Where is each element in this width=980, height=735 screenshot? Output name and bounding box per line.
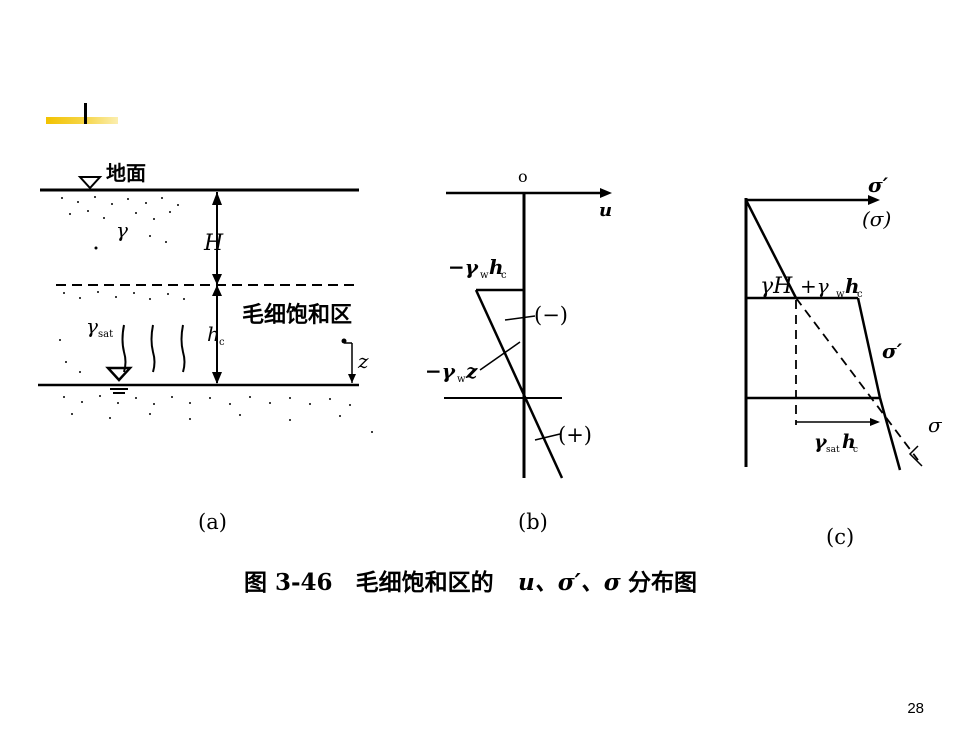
- dim-arrow-down-icon: [212, 274, 222, 285]
- sigma-axis-label: (σ): [862, 207, 891, 231]
- hc-subscript: c: [219, 337, 225, 348]
- gamma-sat-label: γ: [86, 314, 98, 338]
- neg-leader: [504, 315, 536, 321]
- eff-stress-capillary: [856, 297, 882, 399]
- ground-label: 地面: [106, 161, 146, 185]
- hc-label: h: [207, 322, 220, 346]
- bottom-dim-arrow-icon: [870, 418, 880, 426]
- u-axis-arrow-icon: [600, 188, 612, 198]
- mid-value-z: z: [465, 359, 478, 383]
- pore-pressure-line: [474, 289, 564, 479]
- capillary-marks: [121, 324, 186, 373]
- neg-sign: (−): [534, 303, 568, 327]
- bottom-term-sub: sat: [826, 445, 840, 455]
- capillary-zone-label: 毛细饱和区: [242, 302, 352, 328]
- z-arrow-icon: [348, 374, 356, 383]
- mid-value-sub: w: [457, 374, 466, 385]
- pos-sign: (+): [558, 423, 592, 447]
- top-value-h: h: [489, 255, 504, 279]
- gamma-label: γ: [116, 218, 128, 242]
- sigma-label: σ: [928, 413, 943, 437]
- origin-label: o: [518, 167, 528, 186]
- z-leader: [479, 341, 521, 371]
- dim-arrow-up-icon: [212, 192, 222, 205]
- plus-term-h-sub: c: [857, 289, 863, 300]
- gamma-sat-subscript: sat: [98, 329, 113, 340]
- ground-surface-marker-icon: [77, 176, 103, 190]
- plus-term-h: h: [845, 274, 860, 298]
- dim-arrow-down2-icon: [212, 372, 222, 384]
- top-value-sub: w: [480, 270, 489, 281]
- total-stress-dashed: [795, 297, 919, 461]
- caption-tail: 分布图: [628, 569, 697, 596]
- title-bullet-bar: [46, 117, 118, 124]
- H-label: H: [203, 231, 224, 256]
- eff-stress-lower: [878, 397, 902, 471]
- z-label: z: [357, 349, 369, 373]
- sigma-axis-arrow-icon: [868, 195, 880, 205]
- diagram-a: 地面 γ: [38, 161, 373, 534]
- water-table-icon: [105, 366, 133, 382]
- diagram-b: o u −γ w h c (−) −γ w z (+) (b): [425, 167, 612, 534]
- sigma-eff-axis-label: σ′: [868, 173, 889, 197]
- bottom-term-gamma: γ: [814, 431, 828, 453]
- gammaH-label: γH: [760, 274, 793, 299]
- diagram-c: σ′ (σ) γH +γ w h c σ′ σ γ sat h: [744, 173, 943, 549]
- dim-arrow-up2-icon: [212, 285, 222, 296]
- caption-symbols: u、σ′、σ: [518, 569, 621, 596]
- figure-caption: 图 3-46 毛细饱和区的 u、σ′、σ 分布图: [244, 569, 697, 596]
- page-number: 28: [907, 700, 924, 717]
- u-axis-label: u: [599, 200, 612, 221]
- title-bullet-tick: [84, 103, 87, 124]
- caption-text: 图 3-46 毛细饱和区的: [244, 569, 494, 596]
- top-value-gamma: −γ: [448, 255, 479, 279]
- bottom-term-h-sub: c: [853, 445, 858, 455]
- label-c: (c): [826, 525, 854, 549]
- plus-term-sub: w: [836, 289, 845, 300]
- sigma-leader: [908, 445, 923, 467]
- top-value-h-sub: c: [501, 270, 507, 281]
- sigma-eff-label: σ′: [882, 339, 903, 363]
- label-b: (b): [518, 510, 548, 534]
- soil-stipple: [59, 196, 373, 433]
- label-a: (a): [198, 510, 227, 534]
- plus-term-gamma: +γ: [800, 274, 829, 298]
- bottom-term-h: h: [842, 431, 856, 453]
- total-stress-upper: [744, 199, 798, 299]
- mid-value-gamma: −γ: [425, 359, 456, 383]
- pos-leader: [534, 433, 561, 441]
